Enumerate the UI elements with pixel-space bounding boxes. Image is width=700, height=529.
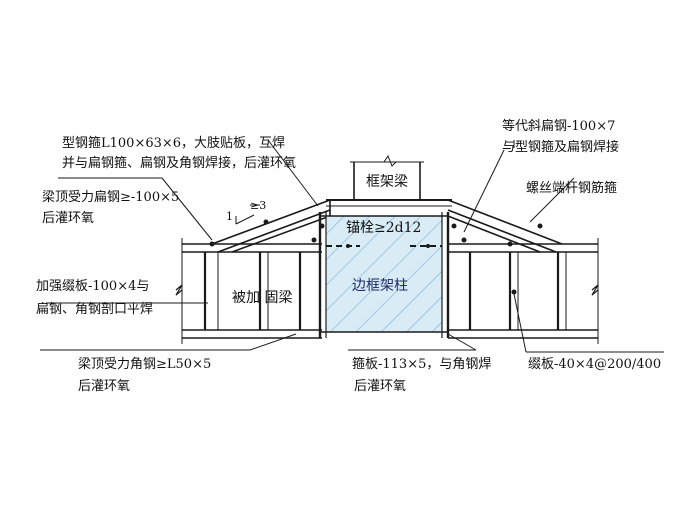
label-bottom-hoop-2: 后灌环氧	[354, 379, 406, 394]
label-anchor: 锚栓≥2d12	[346, 220, 421, 236]
anchor-bolt-right	[426, 244, 430, 248]
label-slope-side: 1	[226, 210, 233, 223]
label-left-top-1: 型钢箍L100×63×6，大肢贴板，互焊	[62, 135, 285, 151]
label-beam: 被加 固梁	[232, 290, 292, 306]
left-beam	[181, 238, 322, 344]
label-slope-top: ≥3	[250, 199, 266, 212]
edge-frame-column	[318, 212, 450, 338]
haunch-right	[447, 199, 563, 253]
label-left-batten-1: 加强缀板-100×4与	[36, 279, 149, 294]
anchor-bolt-left	[346, 244, 350, 248]
label-right-bolt: 螺丝端杆钢筋箍	[526, 180, 617, 196]
weld-points	[209, 219, 543, 295]
label-right-batten: 缀板-40×4@200/400	[528, 357, 661, 372]
label-left-flat-1: 梁顶受力扁钢≥-100×5	[42, 190, 179, 205]
break-mark-left	[175, 284, 183, 296]
label-bottom-hoop-1: 箍板-113×5，与角钢焊	[352, 356, 491, 372]
break-mark-right	[591, 284, 599, 296]
frame-beam	[350, 154, 424, 200]
slope-indicator	[235, 214, 255, 225]
leader-lines	[40, 139, 664, 353]
label-left-angle-1: 梁顶受力角钢≥L50×5	[78, 357, 211, 372]
label-right-top-2: 与型钢箍及扁钢焊接	[502, 139, 619, 155]
label-right-top-1: 等代斜扁钢-100×7	[502, 118, 615, 134]
label-column: 边框架柱	[352, 278, 408, 294]
label-frame-beam: 框架梁	[366, 174, 408, 190]
haunch-left	[211, 199, 331, 253]
label-left-angle-2: 后灌环氧	[78, 379, 130, 394]
label-left-top-2: 并与扁钢箍、扁钢及角钢焊接，后灌环氧	[62, 155, 296, 171]
right-beam	[448, 238, 599, 344]
label-left-batten-2: 扁钢、角钢剖口平焊	[36, 301, 153, 317]
label-left-flat-2: 后灌环氧	[42, 211, 94, 226]
